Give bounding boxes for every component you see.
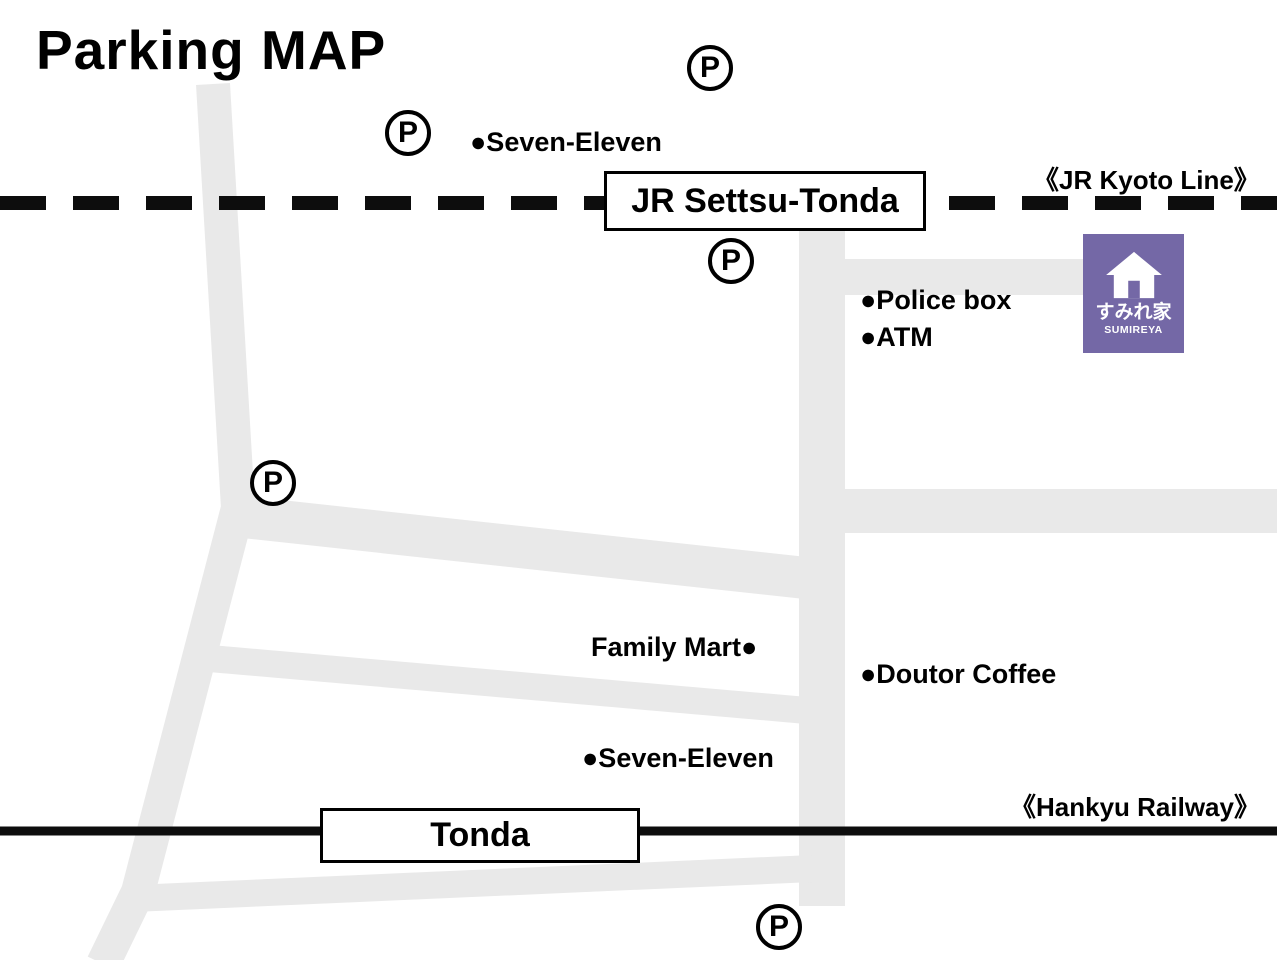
lodging-name-en: SUMIREYA [1104,324,1163,337]
house-icon [1105,252,1162,299]
road-mid-connector [231,495,827,601]
parking-icon-seven-eleven: P [385,110,431,156]
poi-seven-eleven-north: ●Seven-Eleven [470,127,662,157]
lodging-name-jp: すみれ家 [1095,302,1172,324]
station-name-jr: JR Settsu-Tonda [631,181,899,220]
station-box-jr-settsu-tonda: JR Settsu-Tonda [604,171,926,231]
poi-family-mart: Family Mart● [591,632,758,662]
parking-letter: P [720,244,741,277]
road-lower-diagonal [202,644,826,726]
parking-letter: P [768,910,789,943]
lodging-badge-sumireya: すみれ家 SUMIREYA [1083,234,1184,353]
station-name-tonda: Tonda [430,816,530,854]
poi-doutor-coffee: ●Doutor Coffee [860,659,1057,689]
road-bottom-diagonal [143,854,825,912]
roads-layer [87,82,1277,960]
station-box-tonda: Tonda [320,808,640,863]
parking-icon-north: P [687,45,733,91]
parking-letter: P [699,51,720,84]
parking-icon-south: P [756,904,802,950]
parking-icon-west: P [250,460,296,506]
poi-seven-eleven-south: ●Seven-Eleven [582,743,774,773]
parking-icon-station: P [708,238,754,284]
railway-label-jr-kyoto: 《JR Kyoto Line》 [1033,165,1260,195]
railway-label-hankyu: 《Hankyu Railway》 [1010,792,1260,822]
poi-atm: ●ATM [860,322,933,352]
parking-letter: P [262,466,283,499]
road-left-vertical [87,82,256,960]
map-title: Parking MAP [36,19,387,81]
parking-letter: P [397,116,418,149]
poi-police-box: ●Police box [860,285,1012,315]
